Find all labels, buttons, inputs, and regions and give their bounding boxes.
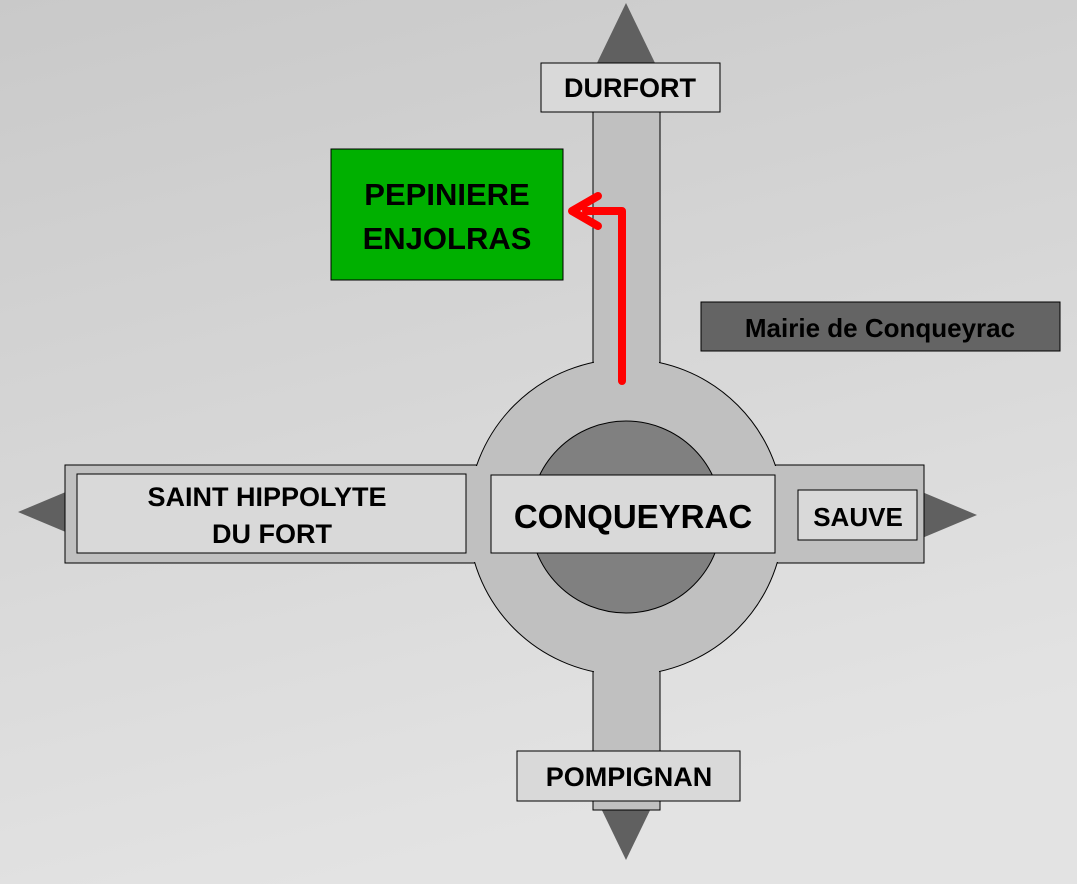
arrow-east-icon <box>915 489 977 541</box>
label-conqueyrac: CONQUEYRAC <box>490 474 776 554</box>
label-sauve-text: SAUVE <box>813 502 903 532</box>
label-durfort-text: DURFORT <box>564 73 696 103</box>
label-saint-hippolyte-line1: SAINT HIPPOLYTE <box>147 482 386 512</box>
label-mairie-text: Mairie de Conqueyrac <box>745 313 1015 343</box>
label-pompignan: POMPIGNAN <box>516 750 741 802</box>
label-saint-hippolyte: SAINT HIPPOLYTE DU FORT <box>76 473 467 554</box>
route-arrow <box>568 192 626 385</box>
label-pompignan-text: POMPIGNAN <box>546 762 713 792</box>
label-pepiniere-line1: PEPINIERE <box>364 177 529 212</box>
label-pepiniere-line2: ENJOLRAS <box>363 221 532 256</box>
label-mairie: Mairie de Conqueyrac <box>700 301 1061 352</box>
arrow-north-icon <box>597 3 655 63</box>
label-durfort: DURFORT <box>540 62 721 113</box>
label-conqueyrac-text: CONQUEYRAC <box>514 498 752 535</box>
label-saint-hippolyte-line2: DU FORT <box>212 519 332 549</box>
label-sauve: SAUVE <box>797 489 918 541</box>
arrow-south-icon <box>597 800 655 860</box>
label-pepiniere: PEPINIERE ENJOLRAS <box>330 148 564 281</box>
